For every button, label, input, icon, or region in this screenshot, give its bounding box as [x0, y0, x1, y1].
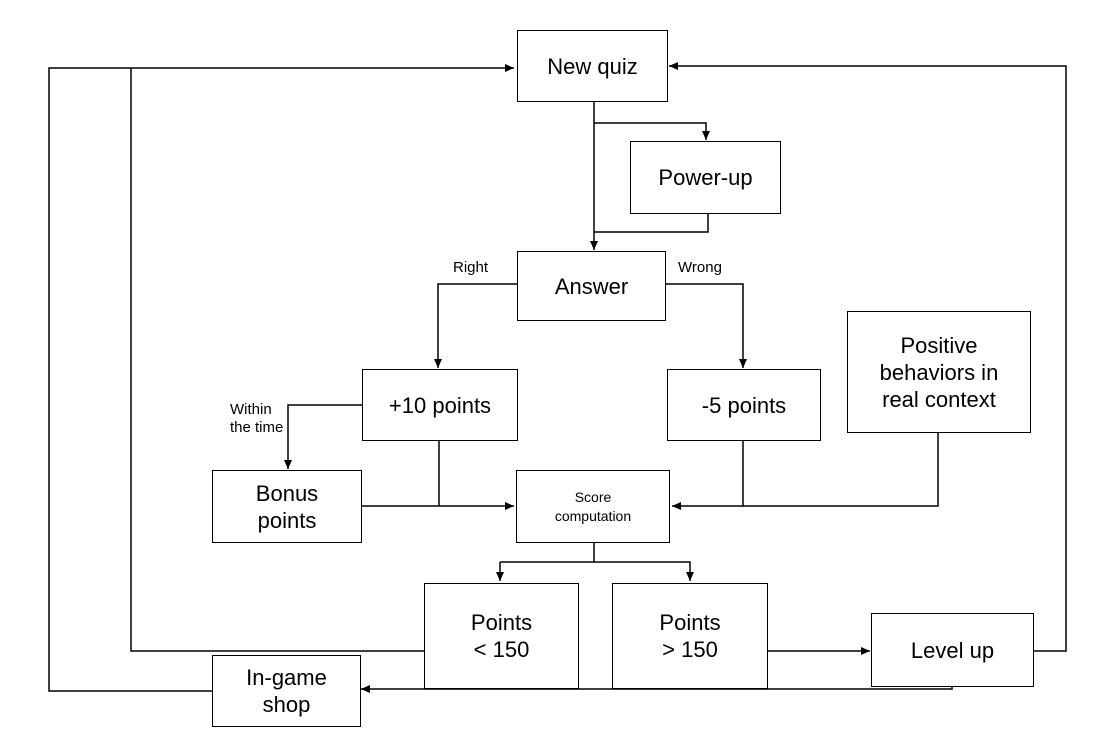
points-lt-150-box: Points < 150	[424, 583, 579, 689]
power-up-label: Power-up	[658, 165, 753, 190]
bonus-points-label: Bonus points	[255, 480, 319, 533]
plus10-points-box: +10 points	[362, 369, 518, 441]
edge-score-split	[500, 542, 595, 563]
score-computation-box: Score computation	[516, 470, 670, 543]
edge-levelup-newquiz	[669, 62, 1067, 652]
edge-pointslt-newquiz	[130, 68, 424, 652]
in-game-shop-box: In-game shop	[212, 655, 361, 727]
minus5-points-box: -5 points	[667, 369, 821, 441]
in-game-shop-label: In-game shop	[246, 665, 327, 717]
level-up-box: Level up	[871, 613, 1034, 687]
minus5-points-label: -5 points	[701, 392, 787, 418]
edge-answer-minus5	[665, 283, 747, 368]
edge-plus10-bonus	[284, 404, 362, 469]
power-up-box: Power-up	[630, 141, 781, 214]
edge-split-pointsgt	[594, 561, 694, 581]
points-gt-150-label: Points > 150	[659, 610, 721, 662]
new-quiz-box: New quiz	[517, 30, 668, 102]
edge-label-right: Right	[453, 259, 489, 276]
answer-label: Answer	[554, 273, 629, 299]
plus10-points-label: +10 points	[388, 392, 492, 418]
edge-newquiz-powerup	[594, 122, 710, 140]
edge-minus5-score	[672, 440, 744, 510]
points-gt-150-box: Points > 150	[612, 583, 768, 689]
edge-positive-score	[743, 432, 939, 507]
edge-powerup-answer	[594, 214, 709, 233]
new-quiz-label: New quiz	[547, 53, 638, 79]
edge-shop-newquiz	[48, 64, 514, 692]
level-up-label: Level up	[910, 637, 995, 663]
positive-behaviors-box: Positive behaviors in real context	[847, 311, 1031, 433]
edge-label-within-time: Within the time	[230, 401, 284, 436]
points-lt-150-label: Points < 150	[470, 610, 533, 662]
edge-label-wrong: Wrong	[678, 259, 722, 276]
bonus-points-box: Bonus points	[212, 470, 362, 543]
positive-behaviors-label: Positive behaviors in real context	[879, 332, 999, 412]
edge-answer-plus10	[434, 283, 517, 368]
answer-box: Answer	[517, 251, 666, 321]
score-computation-label: Score computation	[554, 488, 632, 524]
